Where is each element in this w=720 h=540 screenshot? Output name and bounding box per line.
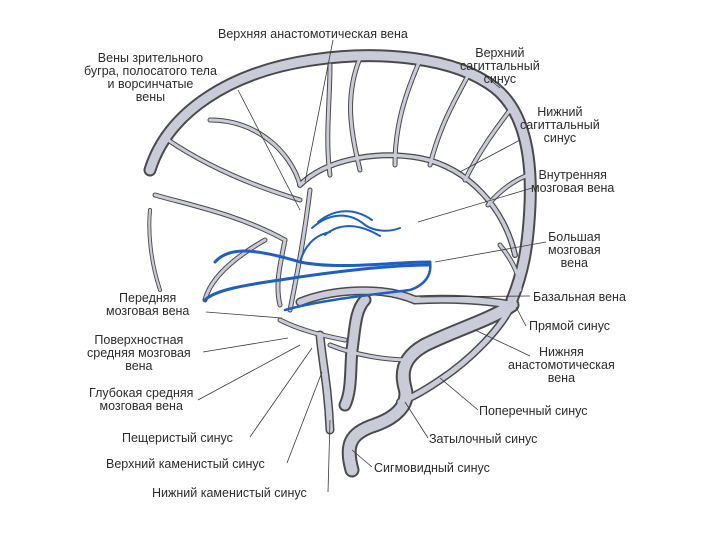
label-inferior-petrosal-sinus: Нижний каменистый синус (152, 487, 307, 500)
label-thalamostriate-veins: Вены зрительного бугра, полосатого тела … (84, 52, 217, 104)
label-superior-anastomotic-vein: Верхняя анастомотическая вена (218, 28, 408, 41)
label-anterior-cerebral-vein: Передняя мозговая вена (106, 292, 189, 318)
label-inferior-anastomotic-vein: Нижняя анастомотическая вена (508, 346, 615, 385)
vein-network-outline (149, 56, 530, 470)
label-occipital-sinus: Затылочный синус (429, 433, 537, 446)
label-superficial-middle-cerebral-vein: Поверхностная средняя мозговая вена (87, 334, 191, 373)
label-superior-sagittal-sinus: Верхний сагиттальный синус (460, 47, 540, 86)
label-transverse-sinus: Поперечный синус (479, 405, 588, 418)
label-superior-petrosal-sinus: Верхний каменистый синус (106, 458, 265, 471)
label-inferior-sagittal-sinus: Нижний сагиттальный синус (520, 106, 600, 145)
label-internal-cerebral-vein: Внутренняя мозговая вена (531, 169, 614, 195)
label-deep-middle-cerebral-vein: Глубокая средняя мозговая вена (89, 387, 193, 413)
label-cavernous-sinus: Пещеристый синус (122, 432, 233, 445)
label-straight-sinus: Прямой синус (529, 320, 610, 333)
label-great-cerebral-vein: Большая мозговая вена (548, 231, 601, 270)
label-sigmoid-sinus: Сигмовидный синус (374, 462, 490, 475)
inferior-sagittal-sinus-vessel (300, 155, 515, 255)
label-basal-vein: Базальная вена (533, 291, 626, 304)
